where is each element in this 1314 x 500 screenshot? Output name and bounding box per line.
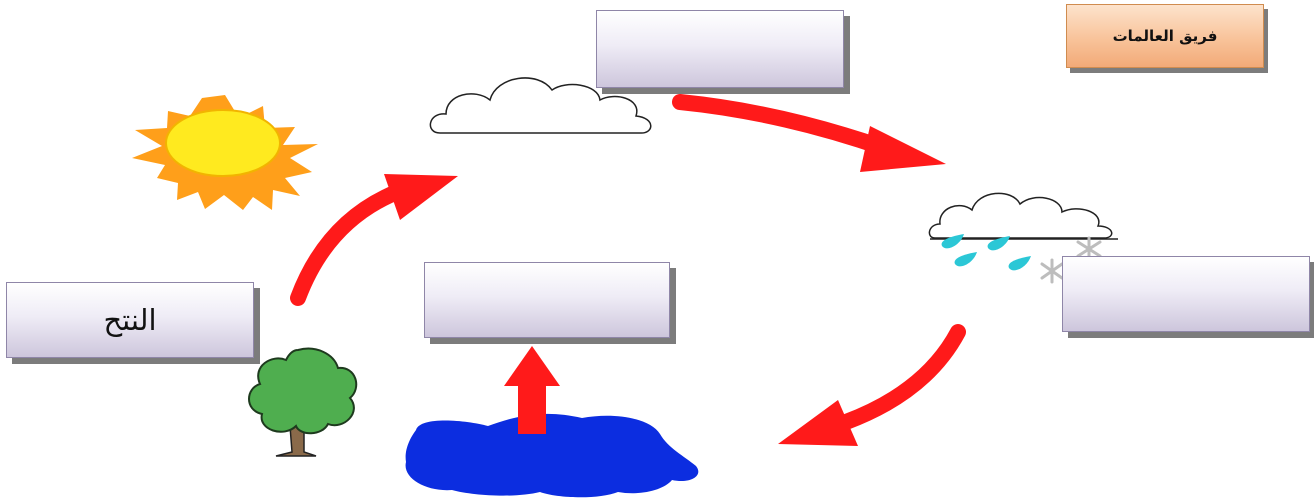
label-box-center[interactable] (424, 262, 670, 338)
label-left-text: النتح (103, 303, 156, 337)
label-box-left[interactable]: النتح (6, 282, 254, 358)
label-box-right[interactable] (1062, 256, 1310, 332)
sun-icon (132, 95, 318, 210)
team-label-box: فريق العالمات (1066, 4, 1264, 68)
team-label-text: فريق العالمات (1113, 27, 1218, 45)
arrow-right-down (778, 332, 958, 446)
arrow-top-right (680, 102, 946, 172)
water-puddle-icon (406, 414, 699, 497)
label-box-top[interactable] (596, 10, 844, 88)
tree-icon (249, 349, 356, 456)
